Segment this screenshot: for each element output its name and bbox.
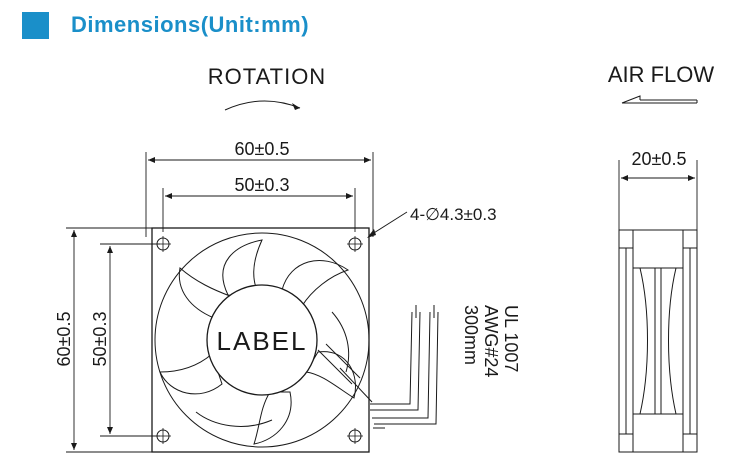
airflow-arrow-icon <box>621 95 698 104</box>
outer-width-label: 60±0.5 <box>235 139 290 159</box>
page-title: Dimensions(Unit:mm) <box>71 12 310 37</box>
center-label: LABEL <box>217 326 308 356</box>
hole-width-label: 50±0.3 <box>235 175 290 195</box>
rotation-arrow-icon <box>224 100 301 111</box>
fan-side-view <box>618 229 698 453</box>
fan-front-view <box>151 227 370 453</box>
header-square-icon <box>22 11 49 39</box>
mounting-hole-icon <box>347 236 363 252</box>
rotation-label: ROTATION <box>208 64 326 89</box>
hole-height-label: 50±0.3 <box>90 312 110 367</box>
mounting-hole-icon <box>155 428 171 444</box>
mounting-hole-icon <box>155 236 171 252</box>
wire-leads <box>317 305 439 429</box>
wire-spec-awg: AWG#24 <box>481 305 501 377</box>
airflow-label: AIR FLOW <box>608 62 715 87</box>
depth-label: 20±0.5 <box>632 149 687 169</box>
wire-spec-length: 300mm <box>461 305 481 365</box>
outer-height-label: 60±0.5 <box>54 312 74 367</box>
mounting-hole-icon <box>347 428 363 444</box>
section-header: Dimensions(Unit:mm) <box>22 10 309 40</box>
wire-spec-ul: UL 1007 <box>501 305 521 372</box>
mounting-holes-label: 4-∅4.3±0.3 <box>410 205 497 224</box>
